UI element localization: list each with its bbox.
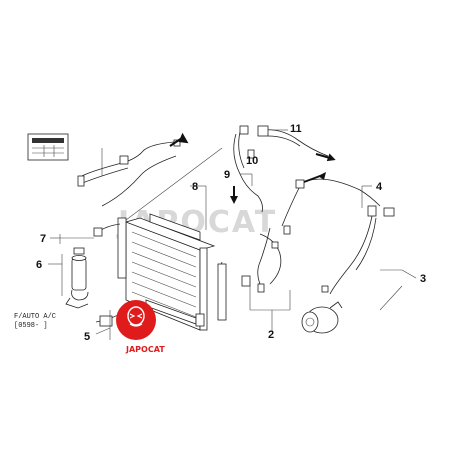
japocat-logo: JAPOCAT <box>116 300 165 354</box>
callout-7: 7 <box>40 233 46 245</box>
spec-note: F/AUTO A/C [0598- ] <box>14 313 56 330</box>
callout-4: 4 <box>376 181 383 193</box>
callout-3: 3 <box>420 273 426 285</box>
leader-lines <box>48 129 417 340</box>
callout-9: 9 <box>224 169 230 181</box>
callout-10: 10 <box>246 155 258 167</box>
direction-arrows <box>169 132 336 204</box>
label-card <box>27 133 69 161</box>
callout-11: 11 <box>290 123 302 135</box>
callout-8: 8 <box>192 181 198 193</box>
compressor <box>301 301 343 334</box>
fittings <box>77 125 395 327</box>
callout-5: 5 <box>84 331 90 343</box>
callouts: 2 3 4 5 6 7 8 9 10 11 <box>36 123 426 343</box>
callout-2: 2 <box>268 329 274 341</box>
receiver-drier <box>65 247 89 309</box>
spec-note-line-2: [0598- ] <box>14 322 48 330</box>
spec-note-line-1: F/AUTO A/C <box>14 313 56 321</box>
logo-text: JAPOCAT <box>125 345 165 354</box>
callout-6: 6 <box>36 259 42 271</box>
